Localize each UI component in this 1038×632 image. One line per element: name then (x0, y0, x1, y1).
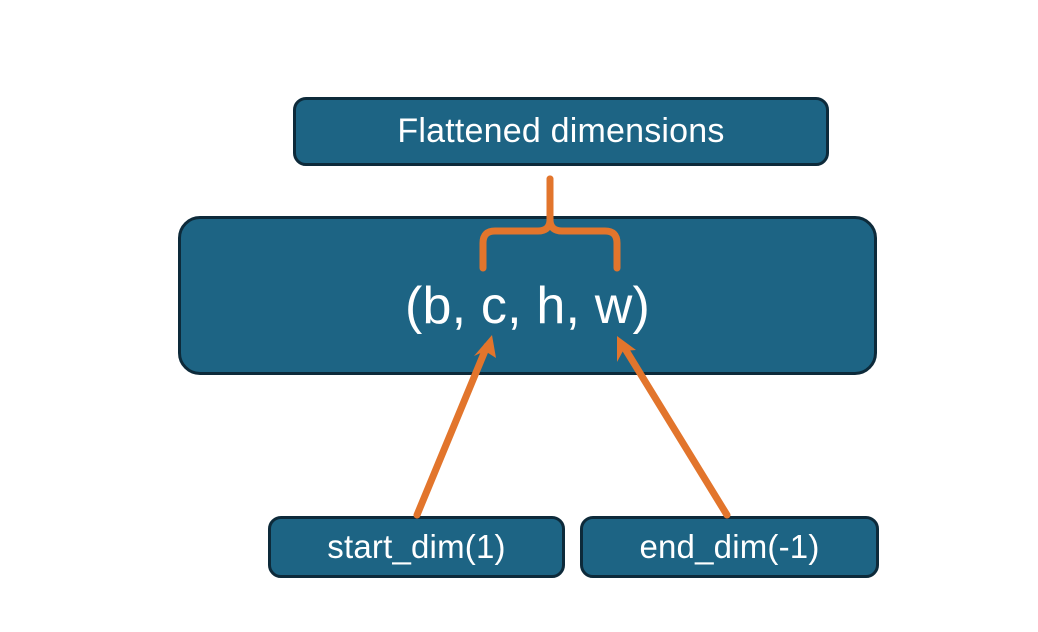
node-end-dim-label: end_dim(-1) (639, 528, 820, 565)
node-start-dim[interactable]: start_dim(1) (268, 516, 565, 578)
node-flattened-dimensions-label: Flattened dimensions (397, 112, 725, 150)
node-flattened-dimensions[interactable]: Flattened dimensions (293, 97, 829, 166)
node-start-dim-label: start_dim(1) (327, 528, 506, 565)
node-end-dim[interactable]: end_dim(-1) (580, 516, 879, 578)
node-tensor-shape[interactable]: (b, c, h, w) (178, 216, 877, 375)
node-tensor-shape-label: (b, c, h, w) (404, 276, 651, 335)
